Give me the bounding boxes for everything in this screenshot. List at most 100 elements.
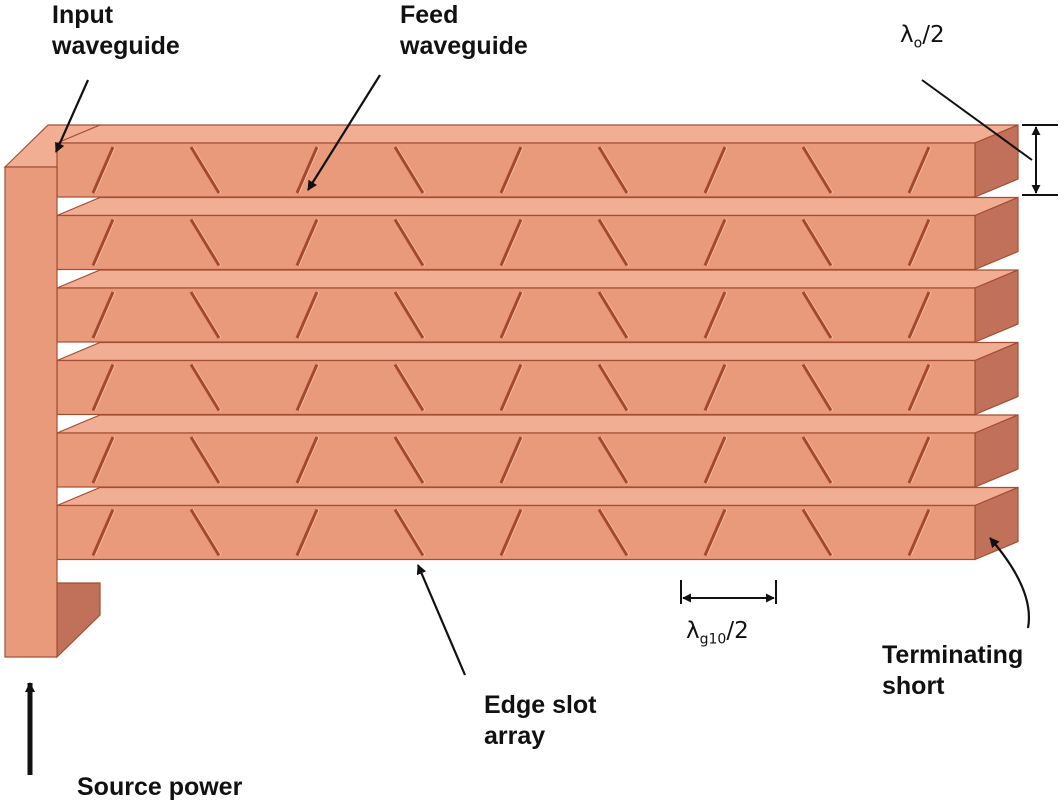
edge-slot: [189, 363, 221, 412]
waveguide-front-wall: [56, 432, 976, 488]
edge-slot: [295, 146, 319, 194]
edge-slot: [907, 291, 931, 339]
edge-slot: [907, 363, 931, 412]
edge-slot: [499, 291, 523, 339]
waveguide-top-face: [56, 341, 1019, 362]
input-waveguide-side: [56, 582, 101, 659]
edge-slot: [703, 508, 727, 557]
edge-slot: [597, 508, 629, 557]
edge-slot: [597, 363, 629, 412]
terminating-short-label-line1: Terminating: [882, 641, 1024, 669]
annotation-lines: [25, 74, 1058, 775]
input-waveguide-label-line1: Input: [52, 1, 114, 29]
input-waveguide-pointer: [54, 79, 90, 153]
terminating-short-label: Terminating short: [882, 640, 1023, 702]
edge-slot: [91, 291, 115, 339]
edge-slot: [703, 363, 727, 412]
edge-slot: [597, 218, 629, 267]
edge-slot: [295, 508, 319, 557]
free-space-dimension-leader: [921, 79, 1033, 161]
input-waveguide-label: Input waveguide: [52, 0, 180, 62]
lambda-subscript: g10: [699, 631, 727, 648]
edge-slot: [393, 508, 425, 557]
edge-slot: [801, 508, 833, 557]
edge-slot: [499, 363, 523, 412]
edge-slot: [703, 218, 727, 267]
edge-slot: [499, 146, 523, 194]
free-space-half-wavelength-label: λo/2: [900, 22, 945, 52]
waveguide-row-4: [56, 341, 1019, 416]
edge-slot: [499, 218, 523, 267]
edge-slot: [907, 146, 931, 194]
edge-slot: [801, 291, 833, 339]
waveguide-row-6: [56, 486, 1019, 561]
edge-slot: [801, 436, 833, 484]
terminating-short-pointer: [989, 537, 1030, 629]
edge-slot: [91, 218, 115, 267]
lambda-symbol: λ: [686, 618, 700, 644]
waveguide-array: [3, 124, 1019, 659]
edge-slot: [91, 146, 115, 194]
edge-slot: [597, 146, 629, 194]
waveguide-row-3: [56, 269, 1019, 343]
input-waveguide-label-line2: waveguide: [52, 32, 180, 60]
edge-slot: [907, 436, 931, 484]
edge-slot: [703, 291, 727, 339]
edge-slot: [703, 146, 727, 194]
waveguide-top-face: [56, 414, 1019, 434]
half-fraction: /2: [922, 22, 945, 48]
waveguide-front-wall: [56, 287, 976, 343]
edge-slot: [295, 363, 319, 412]
edge-slot: [393, 436, 425, 484]
waveguide-row-2: [56, 196, 1019, 271]
guide-half-wavelength-label: λg10/2: [686, 618, 749, 648]
edge-slot: [801, 146, 833, 194]
waveguide-front-wall: [56, 504, 976, 561]
lambda-symbol: λ: [900, 22, 914, 48]
edge-slot-array-label: Edge slot array: [484, 690, 597, 752]
edge-slot: [597, 291, 629, 339]
waveguide-top-face: [56, 196, 1019, 217]
edge-slot: [189, 436, 221, 484]
feed-waveguide-label-line1: Feed: [400, 1, 459, 29]
waveguide-row-5: [56, 414, 1019, 488]
input-waveguide-front: [4, 166, 58, 658]
edge-slot: [393, 363, 425, 412]
edge-slot: [295, 291, 319, 339]
edge-slot: [295, 218, 319, 267]
edge-slot: [499, 436, 523, 484]
edge-slot-array-label-line1: Edge slot: [484, 691, 597, 719]
edge-slot: [189, 291, 221, 339]
feed-waveguide-label-line2: waveguide: [400, 32, 528, 60]
edge-slot-array-pointer: [416, 564, 467, 676]
edge-slot: [801, 218, 833, 267]
edge-slot: [907, 508, 931, 557]
edge-slot: [499, 508, 523, 557]
edge-slot: [91, 363, 115, 412]
edge-slot: [91, 436, 115, 484]
edge-slot: [189, 146, 221, 194]
edge-slot: [189, 218, 221, 267]
waveguide-row-1: [56, 124, 1019, 198]
edge-slot: [703, 436, 727, 484]
edge-slot: [393, 218, 425, 267]
source-power-label: Source power: [77, 773, 243, 801]
edge-slot: [393, 291, 425, 339]
edge-slot: [801, 363, 833, 412]
terminating-short-label-line2: short: [882, 672, 945, 700]
edge-slot: [189, 508, 221, 557]
waveguide-top-face: [56, 124, 1019, 144]
edge-slot: [597, 436, 629, 484]
waveguide-top-face: [56, 269, 1019, 289]
half-fraction: /2: [726, 618, 749, 644]
waveguide-top-face: [56, 486, 1019, 507]
lambda-subscript: o: [913, 35, 923, 52]
edge-slot: [295, 436, 319, 484]
waveguide-front-wall: [56, 142, 976, 198]
feed-waveguide-label: Feed waveguide: [400, 0, 528, 62]
edge-slot: [91, 508, 115, 557]
edge-slot: [907, 218, 931, 267]
feed-waveguide-pointer: [307, 74, 381, 191]
edge-slot-array-label-line2: array: [484, 722, 546, 750]
